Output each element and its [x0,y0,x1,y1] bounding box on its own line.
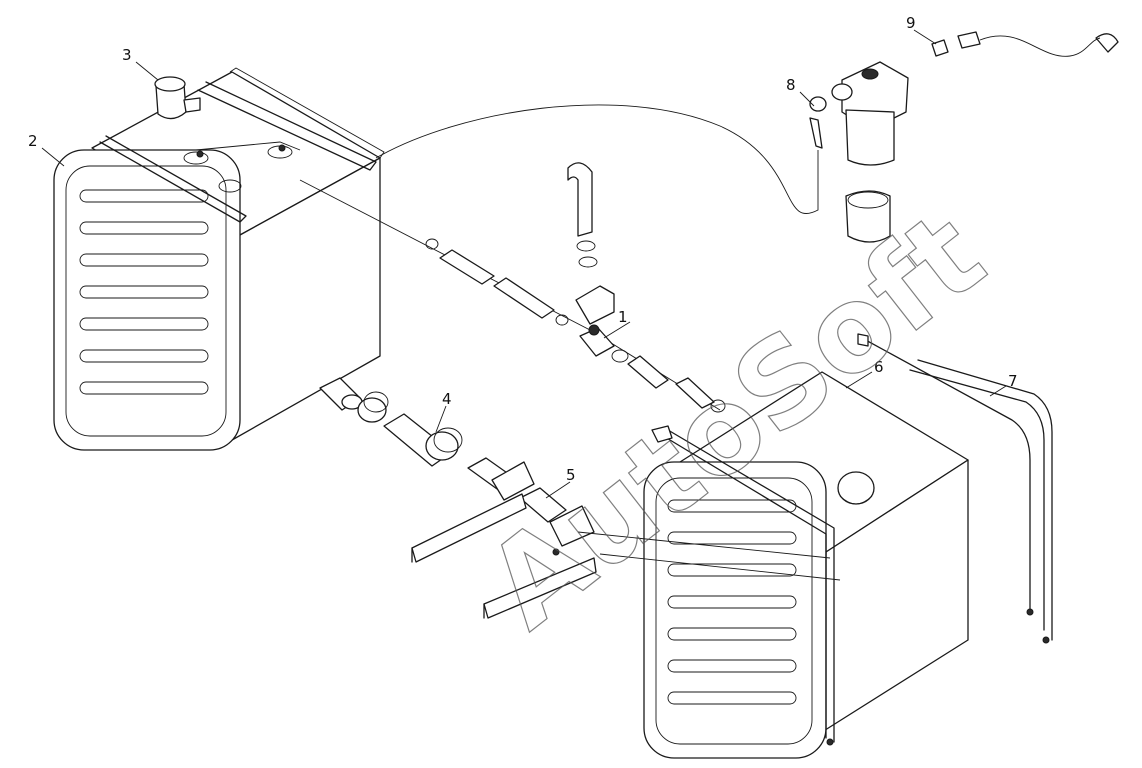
callout-1: 1 [618,308,628,326]
fuel-filter-assembly [809,31,1119,243]
fuel-line-curves [375,35,1101,581]
callout-labels: 1 2 3 4 5 6 7 8 9 [28,14,1018,499]
callout-6: 6 [874,358,884,376]
tank-straps [857,333,1053,644]
callout-2: 2 [28,132,38,150]
filler-cap [154,76,201,120]
callout-4: 4 [442,390,452,408]
callout-7: 7 [1008,372,1018,390]
callout-8: 8 [786,76,796,94]
left-fuel-tank [53,67,385,451]
center-fuel-lines [299,162,726,413]
right-fuel-tank [643,371,969,759]
crossover-pipe-assembly [357,391,597,619]
right-tank-filler [837,471,875,505]
callout-5: 5 [566,466,576,484]
callout-9: 9 [906,14,916,32]
left-tank-slots [79,189,209,395]
callout-3: 3 [122,46,132,64]
